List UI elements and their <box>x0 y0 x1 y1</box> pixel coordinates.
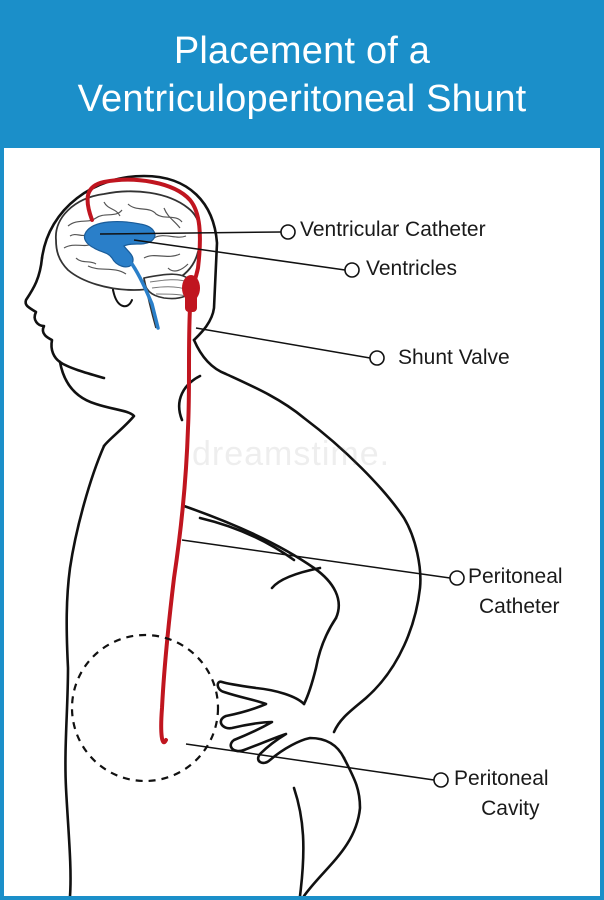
leader-peritoneal-cavity <box>185 743 435 781</box>
label-shunt-valve: Shunt Valve <box>398 346 510 369</box>
buttock <box>292 786 305 896</box>
neck-back <box>192 338 422 734</box>
label-peritoneal-catheter-line-2: Catheter <box>479 595 560 618</box>
leader-peritoneal-catheter <box>181 539 451 579</box>
marker-shunt-valve <box>369 350 385 366</box>
body-outline <box>24 174 422 896</box>
marker-ventricles <box>344 262 360 278</box>
leader-lines <box>99 231 451 781</box>
neck-front <box>58 360 136 448</box>
torso-front <box>64 444 106 896</box>
brain-folds <box>63 201 189 275</box>
watermark-text: dreamstime. <box>192 435 391 473</box>
illustration-panel: dreamstime. Ventricular Catheter Ventric… <box>4 148 600 896</box>
head-outline <box>40 174 219 342</box>
ventricle-canal <box>130 262 160 330</box>
forearm <box>302 616 338 706</box>
marker-ventricular-catheter <box>280 224 296 240</box>
leader-ventricles <box>133 239 346 271</box>
marker-peritoneal-cavity <box>433 772 449 788</box>
label-peritoneal-cavity-line-2: Cavity <box>481 797 540 820</box>
peritoneal-catheter-tube <box>159 306 192 745</box>
title-line-2: Ventriculoperitoneal Shunt <box>77 78 527 120</box>
title-banner: Placement of a Ventriculoperitoneal Shun… <box>0 0 604 146</box>
label-peritoneal-cavity: Peritoneal Cavity <box>454 764 549 824</box>
label-peritoneal-catheter: Peritoneal Catheter <box>468 562 563 622</box>
leader-shunt-valve <box>195 327 371 359</box>
brainstem <box>143 277 157 329</box>
title-line-1: Placement of a <box>173 30 431 72</box>
leader-ventricular-catheter <box>99 231 282 235</box>
anatomy-illustration <box>24 174 465 896</box>
label-peritoneal-catheter-line-1: Peritoneal <box>468 565 563 588</box>
lower-back <box>302 756 362 896</box>
ventricular-catheter-tube <box>85 177 202 290</box>
label-peritoneal-cavity-line-1: Peritoneal <box>454 767 549 790</box>
marker-peritoneal-catheter <box>449 570 465 586</box>
leader-markers <box>280 224 465 788</box>
brain <box>55 190 202 330</box>
shunt-valve <box>182 275 200 312</box>
elbow <box>270 566 322 590</box>
arm-upper <box>182 504 341 620</box>
label-ventricles: Ventricles <box>366 257 458 280</box>
label-ventricular-catheter: Ventricular Catheter <box>300 218 486 241</box>
shunt-system <box>85 177 202 745</box>
peritoneal-cavity-circle <box>70 633 220 783</box>
hand <box>216 680 346 765</box>
upper-back <box>177 374 202 422</box>
